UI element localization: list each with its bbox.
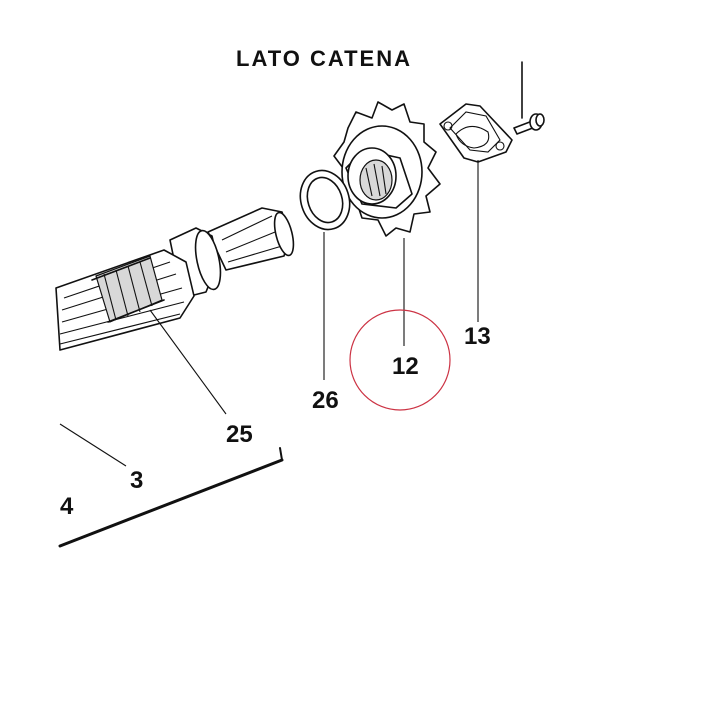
header-text: LATO CATENA [236,46,412,71]
gasket-plate [439,103,513,163]
leader-lines [59,160,479,467]
highlight-circle [349,309,451,411]
callout-13: 13 [464,323,491,350]
washer [299,169,351,231]
callout-25: 25 [226,421,253,448]
housing-edge [58,447,284,548]
callout-12: 12 [392,353,419,380]
bolt [513,61,545,135]
callout-3: 3 [130,467,143,494]
gearbox-shaft [55,207,295,351]
callout-26: 26 [312,387,339,414]
sprocket [333,101,441,237]
callout-4: 4 [60,493,74,520]
